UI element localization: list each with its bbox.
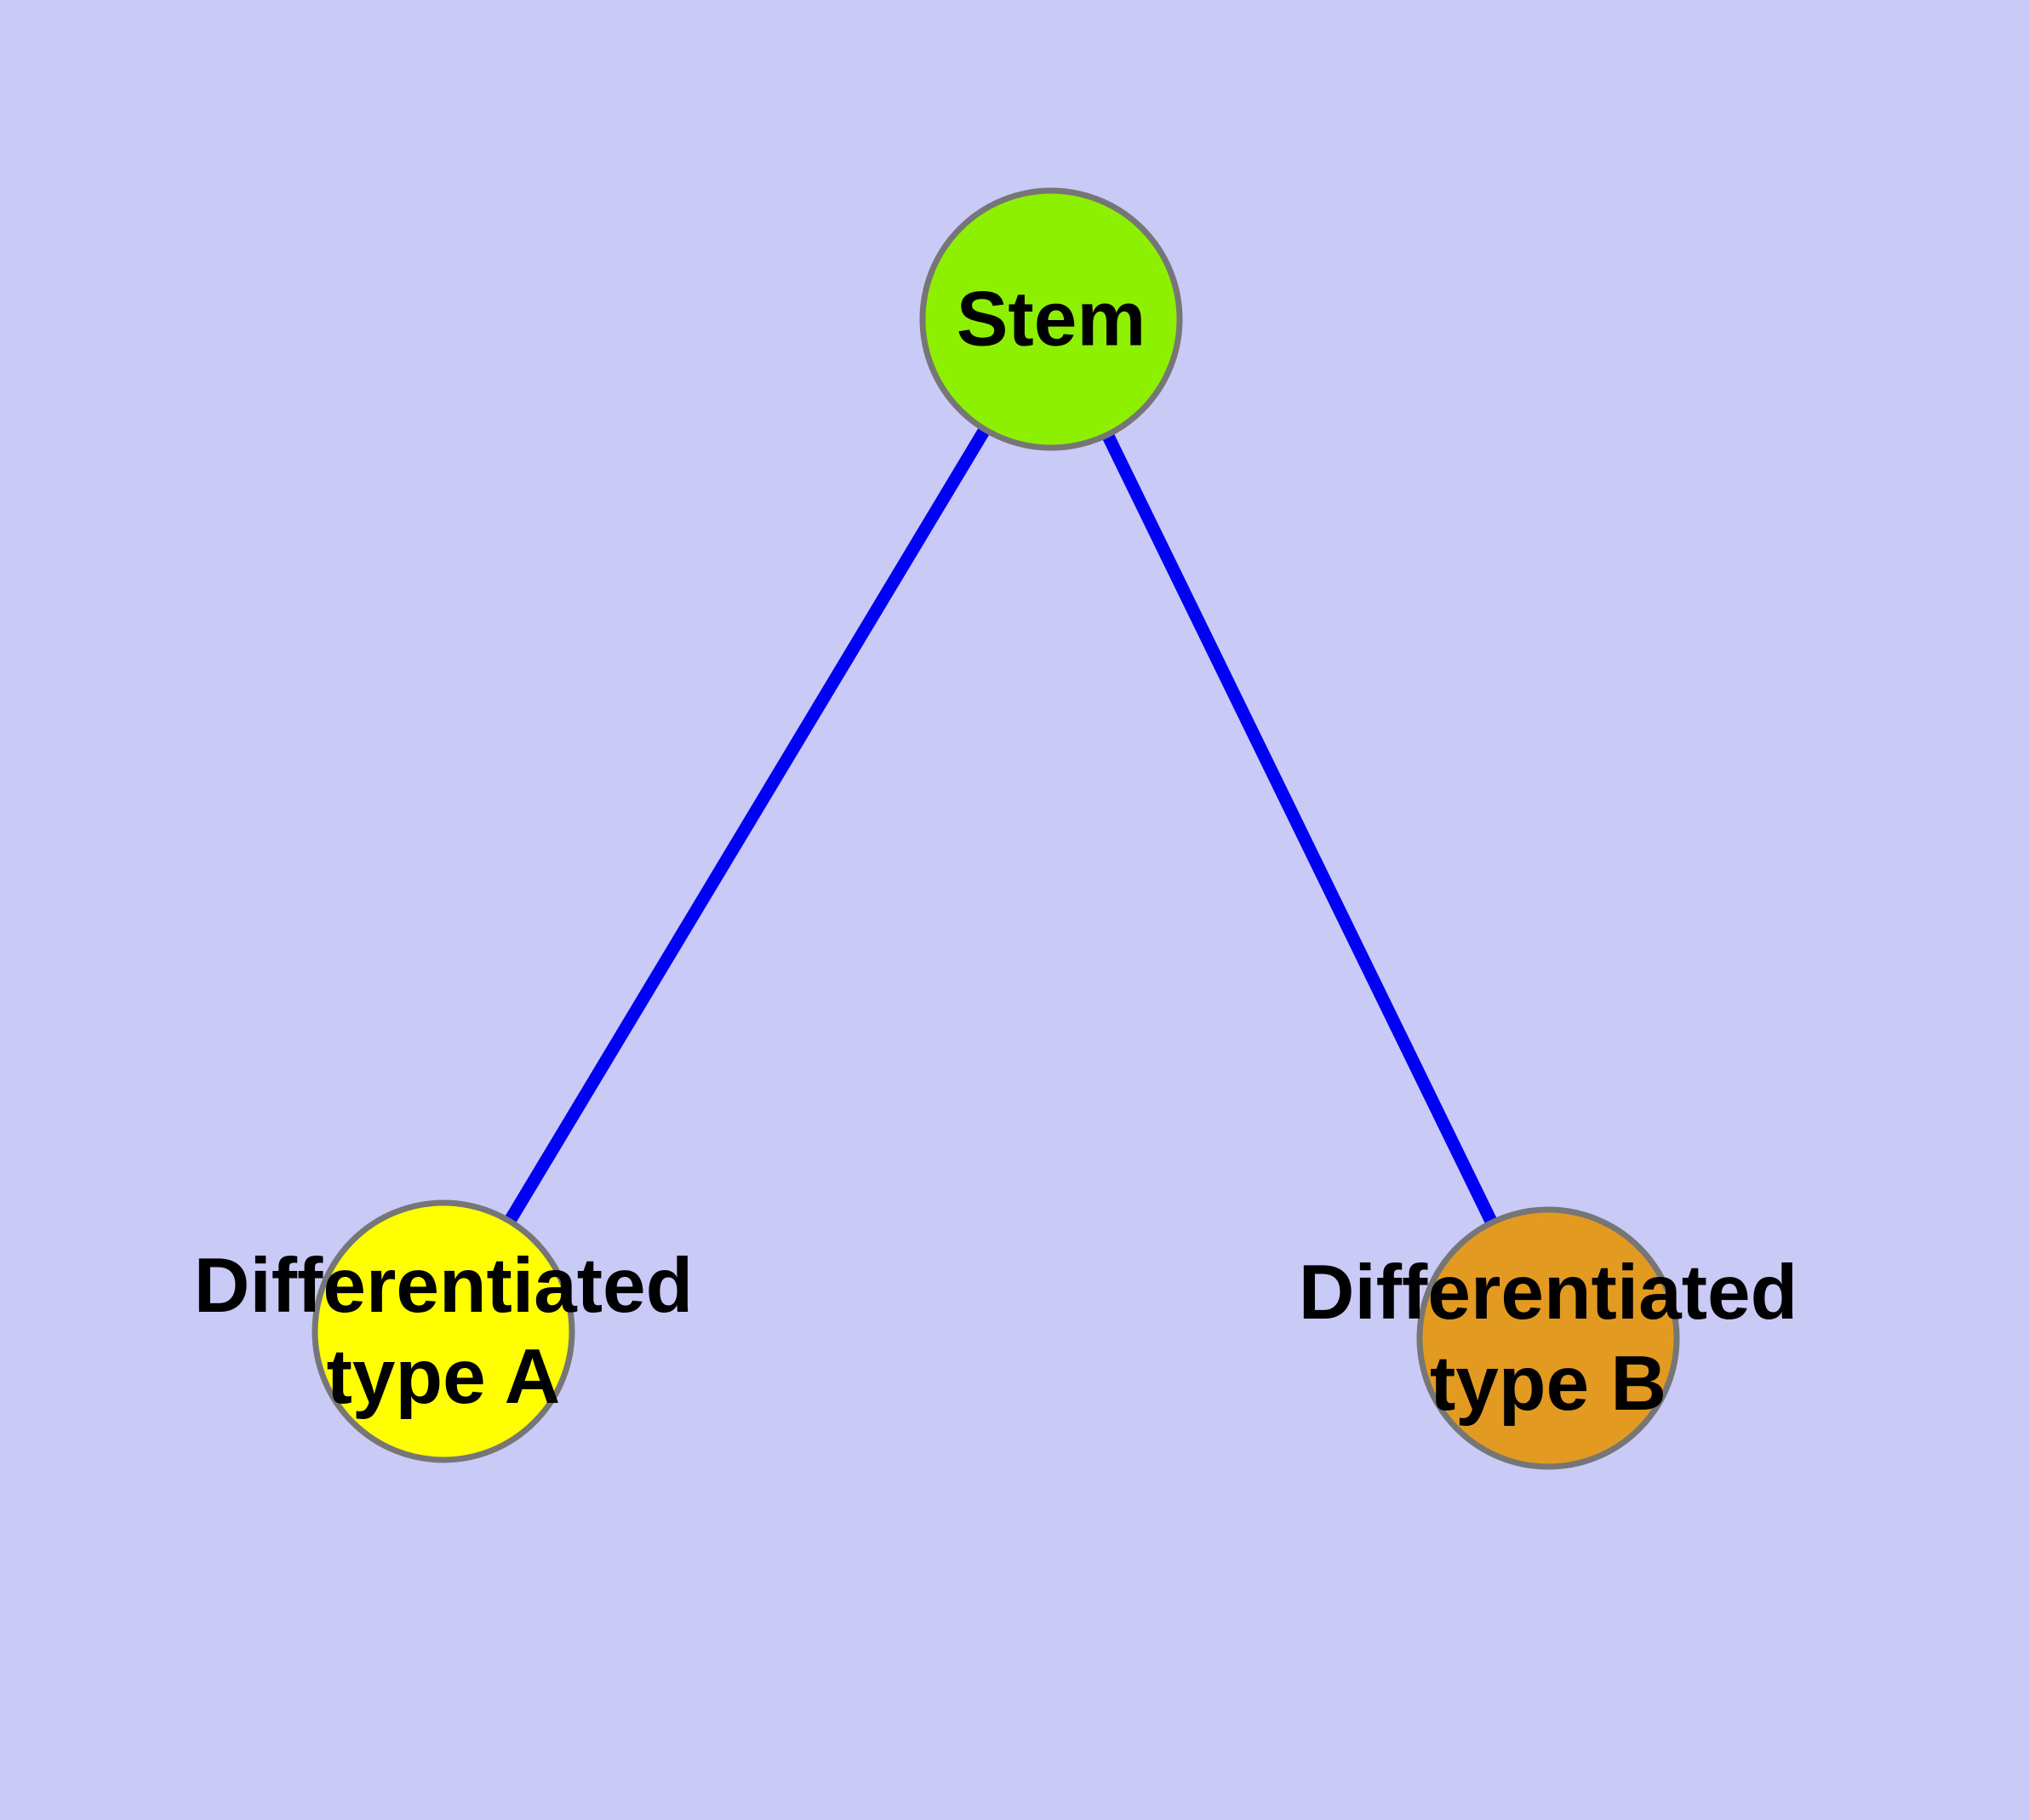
node-differentiated-type-a[interactable] bbox=[311, 1199, 575, 1463]
node-stem[interactable] bbox=[919, 187, 1183, 451]
node-differentiated-type-b[interactable] bbox=[1416, 1206, 1680, 1470]
edge-stem-to-type-a[interactable] bbox=[437, 316, 1057, 1335]
edge-stem-to-type-b[interactable] bbox=[1045, 316, 1554, 1342]
